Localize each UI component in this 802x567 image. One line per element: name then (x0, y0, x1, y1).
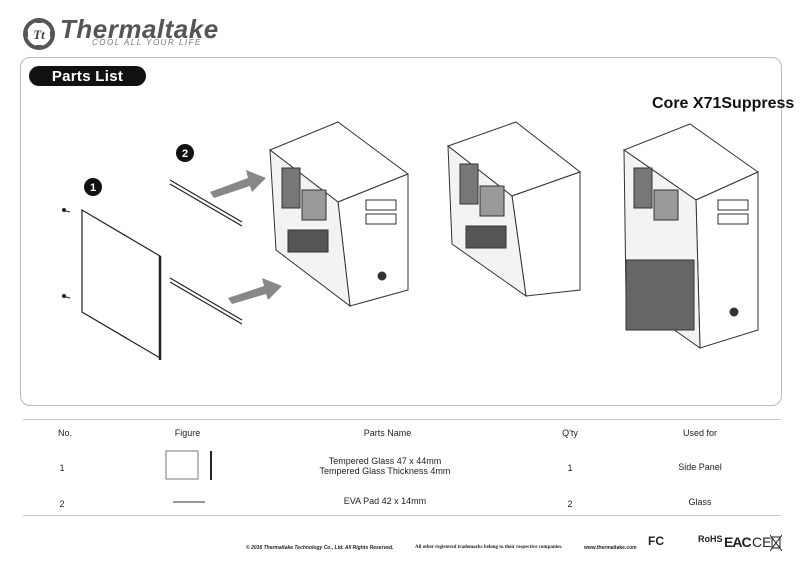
row-2-no: 2 (59, 499, 65, 509)
case-drawing-1 (269, 121, 410, 308)
row-1-qty: 1 (567, 463, 573, 473)
ce-mark-icon: CE (752, 534, 772, 550)
case-drawing-2 (446, 121, 582, 298)
brand-tagline: COOL ALL YOUR LIFE (92, 38, 202, 47)
eva-pad-icon (173, 501, 205, 503)
fc-mark-icon: FC (648, 534, 664, 548)
callout-2-icon: 2 (176, 144, 194, 162)
logo-letters: Tt (33, 27, 45, 42)
row-2-parts-name: EVA Pad 42 x 14mm (343, 496, 427, 506)
table-top-rule (23, 419, 781, 420)
footer-trademark: All other registered trademarks belong t… (415, 545, 563, 550)
footer-copyright: © 2016 Thermaltake Technology Co., Ltd. … (246, 545, 394, 551)
glass-panel-icon (165, 450, 212, 480)
eva-pads-drawing (169, 179, 243, 325)
row-1-used-for: Side Panel (678, 462, 722, 472)
thermaltake-logo-icon: Tt (23, 18, 55, 50)
arrow-icon (210, 170, 282, 304)
assembly-illustration: 2 1 (61, 121, 760, 360)
svg-text:1: 1 (90, 182, 96, 194)
row-1-parts-name: Tempered Glass 47 x 44mm Tempered Glass … (290, 456, 480, 476)
brand-name: Thermaltake (60, 14, 219, 44)
case-drawing-3 (622, 123, 760, 349)
weee-bin-icon (770, 534, 782, 552)
table-bottom-rule (23, 515, 781, 516)
model-name: Core X71Suppress (652, 95, 795, 112)
svg-text:2: 2 (182, 148, 188, 160)
col-header-qty: Q'ty (562, 428, 578, 438)
row-1-name-line2: Tempered Glass Thickness 4mm (319, 466, 451, 476)
row-1-name-line1: Tempered Glass 47 x 44mm (328, 456, 442, 466)
glass-panel-drawing (61, 208, 162, 360)
footer-website: www.thermaltake.com (584, 545, 637, 551)
col-header-figure: Figure (174, 428, 201, 438)
col-header-no: No. (57, 428, 72, 438)
eac-mark-icon: EAC (724, 534, 752, 550)
callout-1-icon: 1 (84, 178, 102, 196)
col-header-used-for: Used for (682, 428, 717, 438)
illustration-panel (20, 57, 782, 406)
row-2-qty: 2 (567, 499, 573, 509)
section-title: Parts List (29, 66, 146, 86)
row-2-used-for: Glass (688, 497, 712, 507)
col-header-parts-name: Parts Name (363, 428, 412, 438)
rohs-mark-icon: RoHS (698, 534, 723, 544)
row-1-no: 1 (59, 463, 65, 473)
